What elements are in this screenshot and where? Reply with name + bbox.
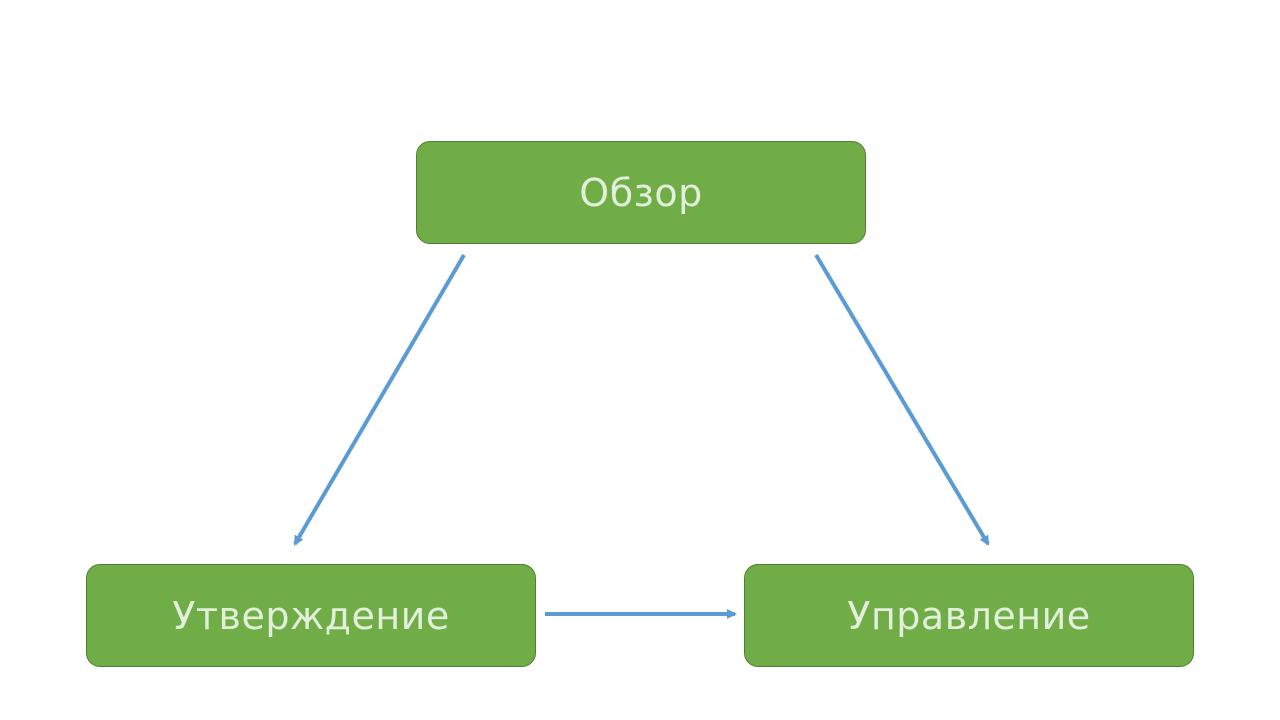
node-management: Управление — [744, 564, 1194, 667]
node-management-label: Управление — [847, 593, 1091, 638]
node-review-label: Обзор — [579, 170, 703, 215]
node-review: Обзор — [416, 141, 866, 244]
arrow-top-to-left — [293, 253, 466, 546]
arrow-top-to-right — [814, 253, 990, 546]
node-approval: Утверждение — [86, 564, 536, 667]
node-approval-label: Утверждение — [172, 593, 450, 638]
